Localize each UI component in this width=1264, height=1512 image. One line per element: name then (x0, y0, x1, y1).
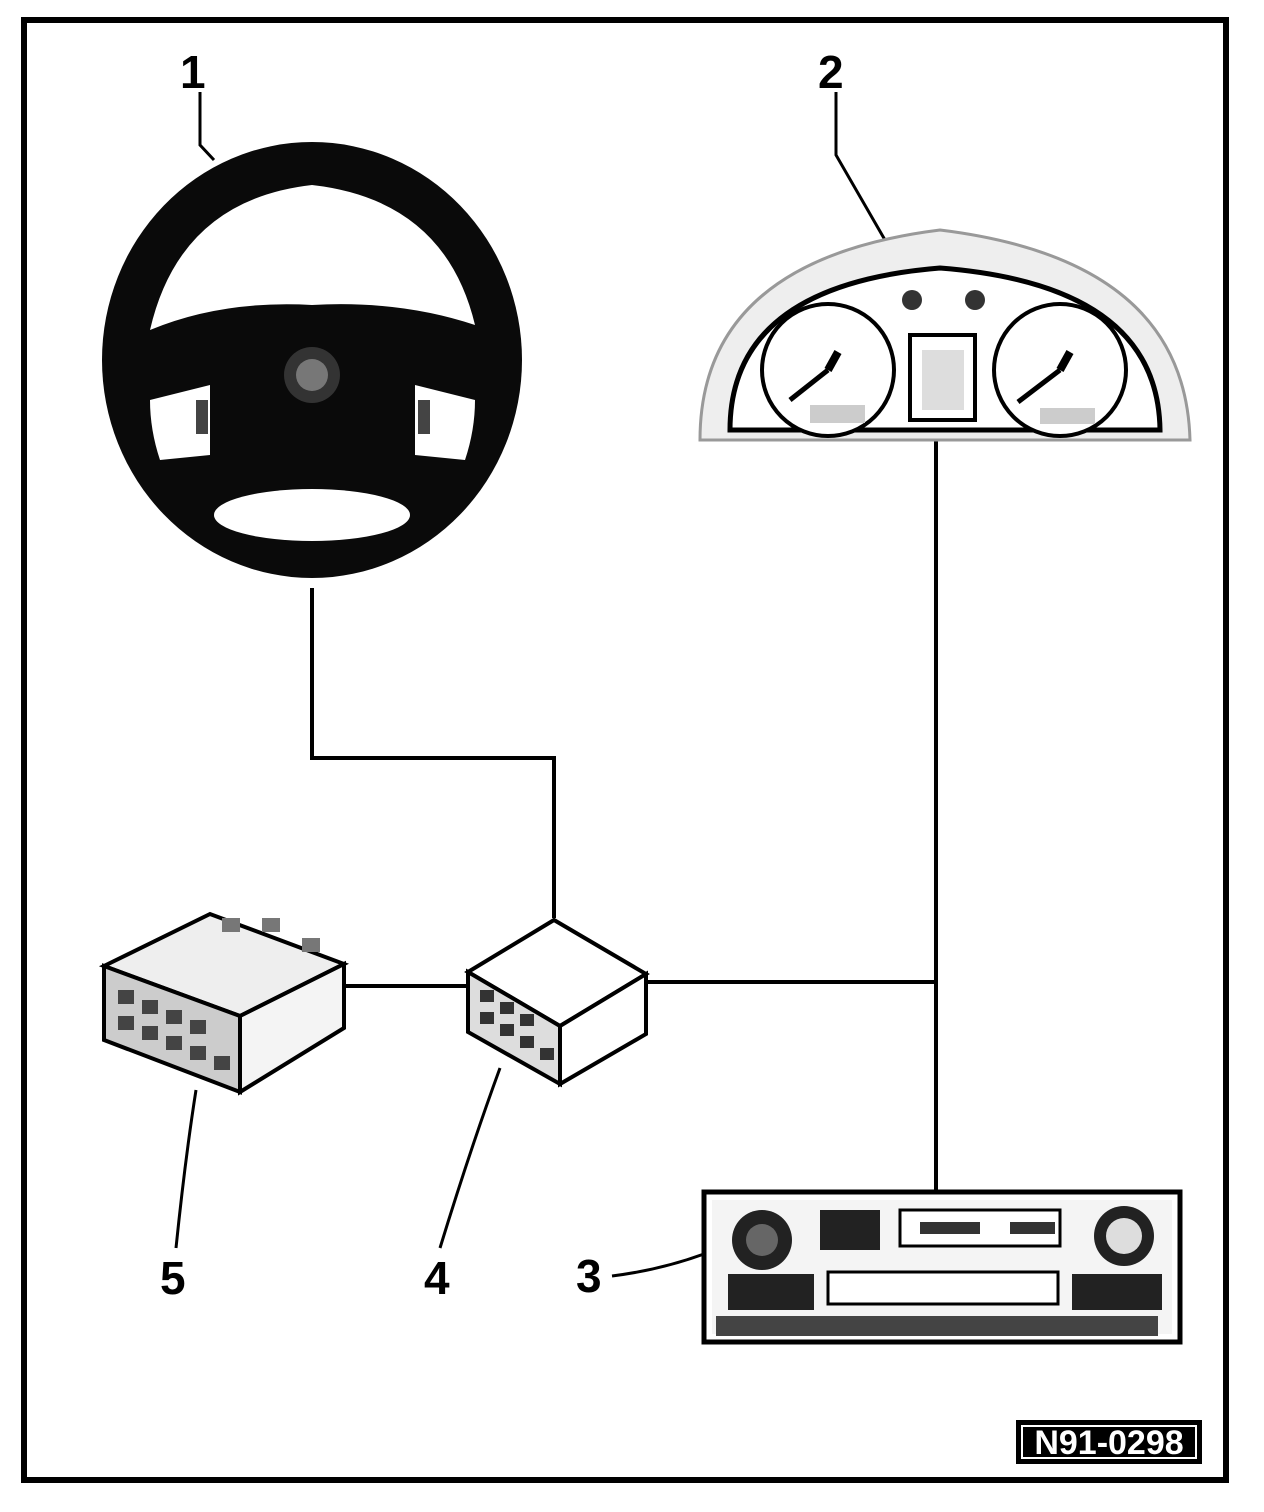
leader-4 (438, 1067, 502, 1249)
callout-3: 3 (576, 1250, 602, 1302)
callout-2: 2 (818, 46, 844, 98)
steering-wheel-icon (102, 142, 522, 578)
callout-leaders (174, 92, 887, 1278)
diagram-frame (21, 17, 1229, 1483)
leader-1 (198, 92, 216, 162)
figure-code: N91-0298 (1034, 1424, 1183, 1462)
line-wheel-to-module (310, 588, 556, 918)
callout-4: 4 (424, 1252, 450, 1304)
leader-3 (611, 1252, 705, 1278)
connector-icon (98, 911, 350, 1096)
connection-lines (310, 434, 938, 1192)
leader-2 (834, 92, 887, 241)
instrument-cluster-icon (698, 228, 1192, 442)
leader-5 (174, 1089, 198, 1249)
control-module-icon (464, 917, 650, 1088)
figure-code-badge: N91-0298 (1016, 1420, 1202, 1464)
radio-unit-icon (701, 1189, 1183, 1345)
callout-1: 1 (180, 46, 206, 98)
callout-5: 5 (160, 1252, 186, 1304)
